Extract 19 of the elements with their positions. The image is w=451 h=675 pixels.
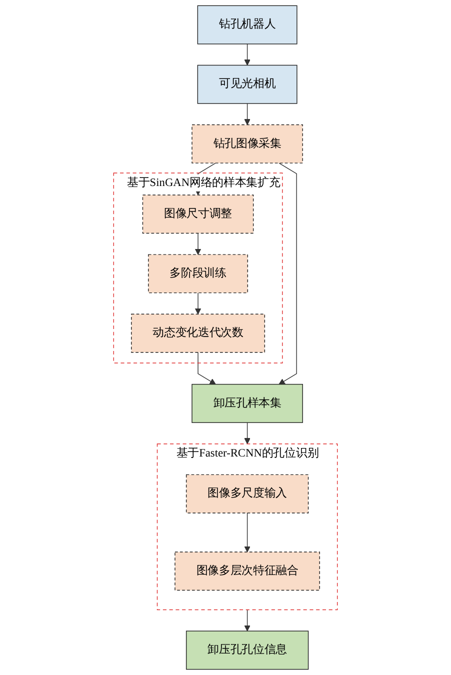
node-box: 卸压孔样本集 — [192, 384, 303, 423]
node-box: 图像尺寸调整 — [142, 194, 254, 234]
node-box: 动态变化迭代次数 — [131, 314, 266, 353]
node-box: 图像多层次特征融合 — [174, 552, 320, 591]
node-box: 可见光相机 — [197, 64, 298, 104]
arrow — [244, 44, 250, 66]
arrow — [194, 232, 202, 255]
node-box: 图像多尺度输入 — [186, 474, 309, 514]
arrow — [244, 422, 250, 444]
arrow — [198, 352, 216, 385]
node-box: 多阶段训练 — [148, 254, 248, 294]
arrow — [244, 512, 250, 552]
arrow — [244, 103, 250, 126]
arrow — [278, 162, 297, 385]
node-box: 卸压孔孔位信息 — [186, 630, 309, 670]
arrow — [194, 292, 202, 314]
node-box: 钻孔图像采集 — [192, 124, 303, 164]
arrow — [244, 609, 250, 632]
node-box: 钻孔机器人 — [197, 5, 298, 44]
